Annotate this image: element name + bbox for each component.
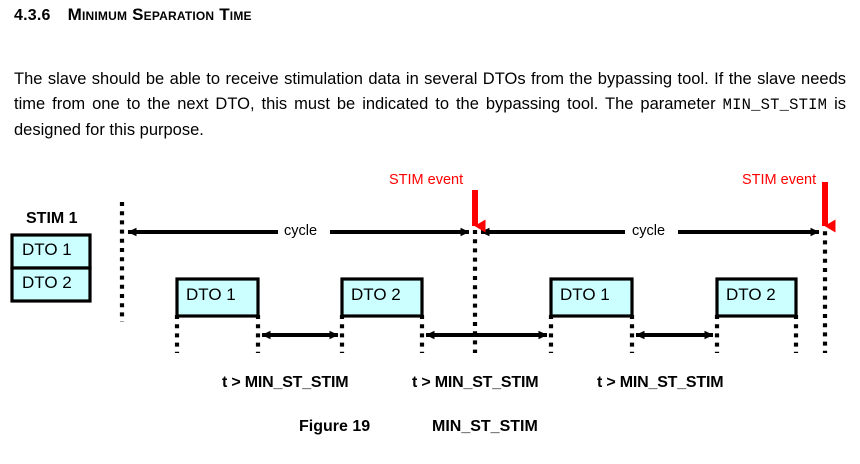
- legend-row-dto-2: DTO 2: [22, 273, 72, 292]
- stim-event-label-2: STIM event: [742, 172, 817, 188]
- separation-label-3: t > MIN_ST_STIM: [597, 374, 724, 391]
- dto-box-label-3: DTO 1: [560, 285, 610, 304]
- timing-diagram-svg: [10, 182, 836, 353]
- body-paragraph: The slave should be able to receive stim…: [14, 67, 846, 143]
- figure-19-diagram: STIM 1 DTO 1 DTO 2 STIM event STIM event…: [0, 150, 860, 464]
- cycle-label-1: cycle: [284, 223, 318, 239]
- figure-caption-name: MIN_ST_STIM: [432, 418, 538, 435]
- separation-label-2: t > MIN_ST_STIM: [412, 374, 539, 391]
- stim-event-arrow-group: [472, 182, 836, 233]
- legend-title-stim-1: STIM 1: [26, 210, 78, 227]
- paragraph-text-part2: is designed for this purpose.: [14, 94, 847, 139]
- paragraph-text-part1: The slave should be able to receive stim…: [14, 69, 846, 113]
- dto-box-label-2: DTO 2: [351, 285, 401, 304]
- dto-box-label-1: DTO 1: [186, 285, 236, 304]
- stim-event-label-1: STIM event: [389, 172, 464, 188]
- section-title: Minimum Separation Time: [67, 5, 252, 24]
- section-number: 4.3.6: [14, 7, 51, 24]
- dto-box-group: [175, 277, 798, 318]
- separation-label-1: t > MIN_ST_STIM: [222, 374, 349, 391]
- legend-box-group: [10, 233, 92, 303]
- figure-caption-number: Figure 19: [299, 418, 371, 435]
- dto-box-label-4: DTO 2: [726, 285, 776, 304]
- section-heading: 4.3.6 Minimum Separation Time: [14, 5, 714, 25]
- legend-row-dto-1: DTO 1: [22, 240, 72, 259]
- cycle-label-2: cycle: [632, 223, 666, 239]
- parameter-code-min-st-stim: MIN_ST_STIM: [722, 95, 828, 114]
